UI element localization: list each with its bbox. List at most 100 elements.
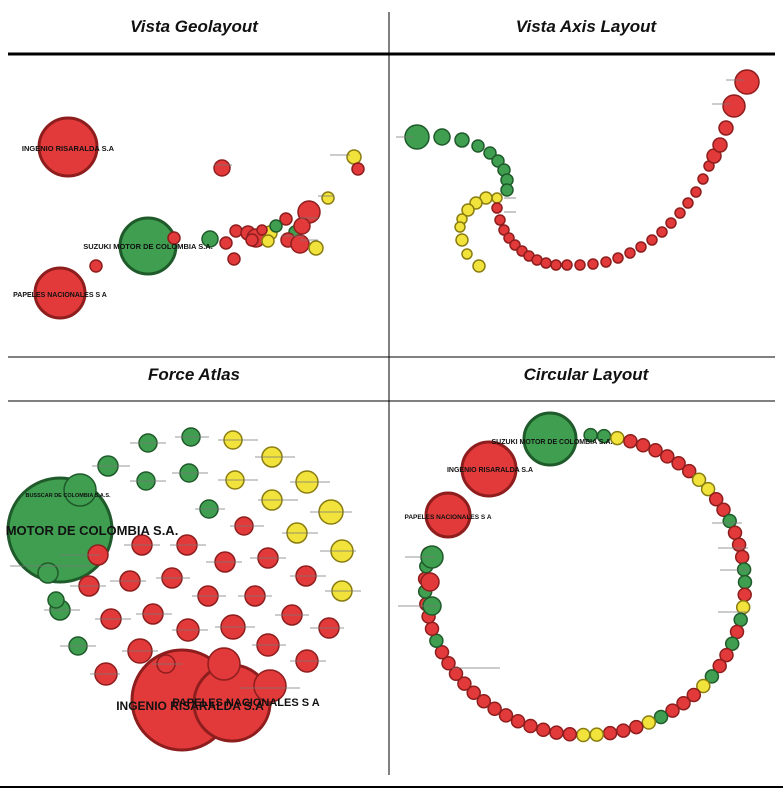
node-label: MOTOR DE COLOMBIA S.A.: [6, 523, 179, 538]
graph-node: [612, 252, 624, 264]
ring-node: [727, 525, 743, 540]
graph-node: [269, 219, 283, 233]
graph-node: [461, 203, 475, 217]
ring-node: [641, 715, 657, 730]
graph-node: [279, 212, 293, 226]
ring-node: [429, 633, 444, 648]
ring-node: [434, 644, 450, 660]
graph-node: [624, 247, 636, 259]
graph-node: [540, 257, 552, 269]
node-axis-top-2: [722, 94, 746, 118]
ring-node: [686, 687, 702, 703]
axis-layout-panel: [396, 69, 760, 273]
ring-node: [736, 562, 752, 577]
geolayout-panel: INGENIO RISARALDA S.A SUZUKI MOTOR DE COL…: [13, 116, 365, 320]
node-suzuki-motor: [522, 411, 578, 467]
graph-node: [656, 226, 668, 238]
node-papeles-nacionales: [33, 266, 87, 320]
node-label: INGENIO RISARALDA S.A: [447, 467, 533, 474]
node-label: SUZUKI MOTOR DE COLOMBIA S.A.: [492, 439, 613, 446]
graph-node: [47, 591, 65, 609]
ring-node: [498, 708, 514, 723]
graph-node: [574, 259, 586, 271]
graph-node: [37, 562, 59, 584]
ring-node: [722, 513, 737, 529]
graph-node: [500, 183, 514, 197]
ring-node: [691, 472, 707, 488]
ring-node: [704, 669, 720, 684]
graph-node: [245, 233, 259, 247]
ring-node: [729, 624, 745, 640]
graph-node: [455, 233, 469, 247]
graph-node: [351, 162, 365, 176]
ring-node: [466, 685, 481, 701]
graph-node: [293, 217, 311, 235]
ring-node: [653, 709, 669, 725]
graph-node: [491, 202, 503, 214]
graph-node: [472, 259, 486, 273]
graph-node: [697, 173, 709, 185]
ring-node: [523, 718, 538, 734]
graph-node: [308, 240, 324, 256]
ring-node: [724, 636, 740, 651]
graph-node: [690, 186, 702, 198]
ring-node: [441, 656, 456, 671]
graph-node: [420, 572, 440, 592]
ring-node: [733, 612, 748, 627]
ring-node: [676, 695, 691, 711]
graph-node: [346, 149, 362, 165]
graph-node: [256, 224, 268, 236]
ring-node: [623, 433, 638, 449]
ring-node: [671, 456, 686, 471]
ring-node: [660, 449, 675, 464]
graph-node: [433, 128, 451, 146]
graph-node: [253, 669, 287, 703]
graph-node: [219, 236, 233, 250]
node-papeles-nacionales: [424, 491, 472, 539]
node-label: BUSSCAR DE COLOMBIA S.A.S.: [25, 493, 111, 499]
node-suzuki-motor: [118, 216, 178, 276]
graph-node: [635, 241, 647, 253]
ring-node: [737, 587, 752, 602]
ring-node: [536, 722, 551, 738]
graph-node: [201, 230, 219, 248]
ring-node: [665, 703, 680, 718]
ring-node: [712, 658, 727, 674]
node-label: SUZUKI MOTOR DE COLOMBIA S.A.: [83, 242, 213, 251]
graph-node: [646, 234, 658, 246]
graph-node: [498, 224, 510, 236]
ring-node: [737, 574, 753, 590]
graph-node: [261, 234, 275, 248]
node-label: INGENIO RISARALDA S.A: [22, 144, 115, 153]
force-atlas-panel: MOTOR DE COLOMBIA S.A. BUSSCAR DE COLOMBI…: [6, 427, 361, 752]
graph-node: [213, 159, 231, 177]
graph-node: [550, 259, 562, 271]
ring-node: [510, 713, 526, 729]
graph-node: [483, 146, 497, 160]
node-axis-top-1: [734, 69, 760, 95]
graph-node: [491, 192, 503, 204]
ring-node: [616, 723, 631, 738]
node-label: PAPELES NACIONALES S A: [13, 292, 107, 299]
graph-node: [454, 221, 466, 233]
ring-node: [635, 438, 651, 453]
ring-node: [448, 666, 464, 682]
ring-node: [629, 719, 644, 735]
node-ingenio-risaralda: [37, 116, 99, 178]
ring-node: [487, 701, 502, 716]
ring-node: [576, 727, 591, 743]
graph-node: [665, 217, 677, 229]
graph-node: [290, 234, 310, 254]
ring-node: [549, 725, 564, 740]
ring-node: [562, 727, 578, 742]
axis-layout-title: Vista Axis Layout: [515, 17, 657, 36]
graph-node: [712, 137, 728, 153]
graph-node: [600, 256, 612, 268]
graph-node: [471, 139, 485, 153]
graph-node: [587, 258, 599, 270]
graph-node: [461, 248, 473, 260]
circular-layout-title: Circular Layout: [523, 365, 649, 384]
graph-node: [321, 191, 335, 205]
graph-node: [227, 252, 241, 266]
